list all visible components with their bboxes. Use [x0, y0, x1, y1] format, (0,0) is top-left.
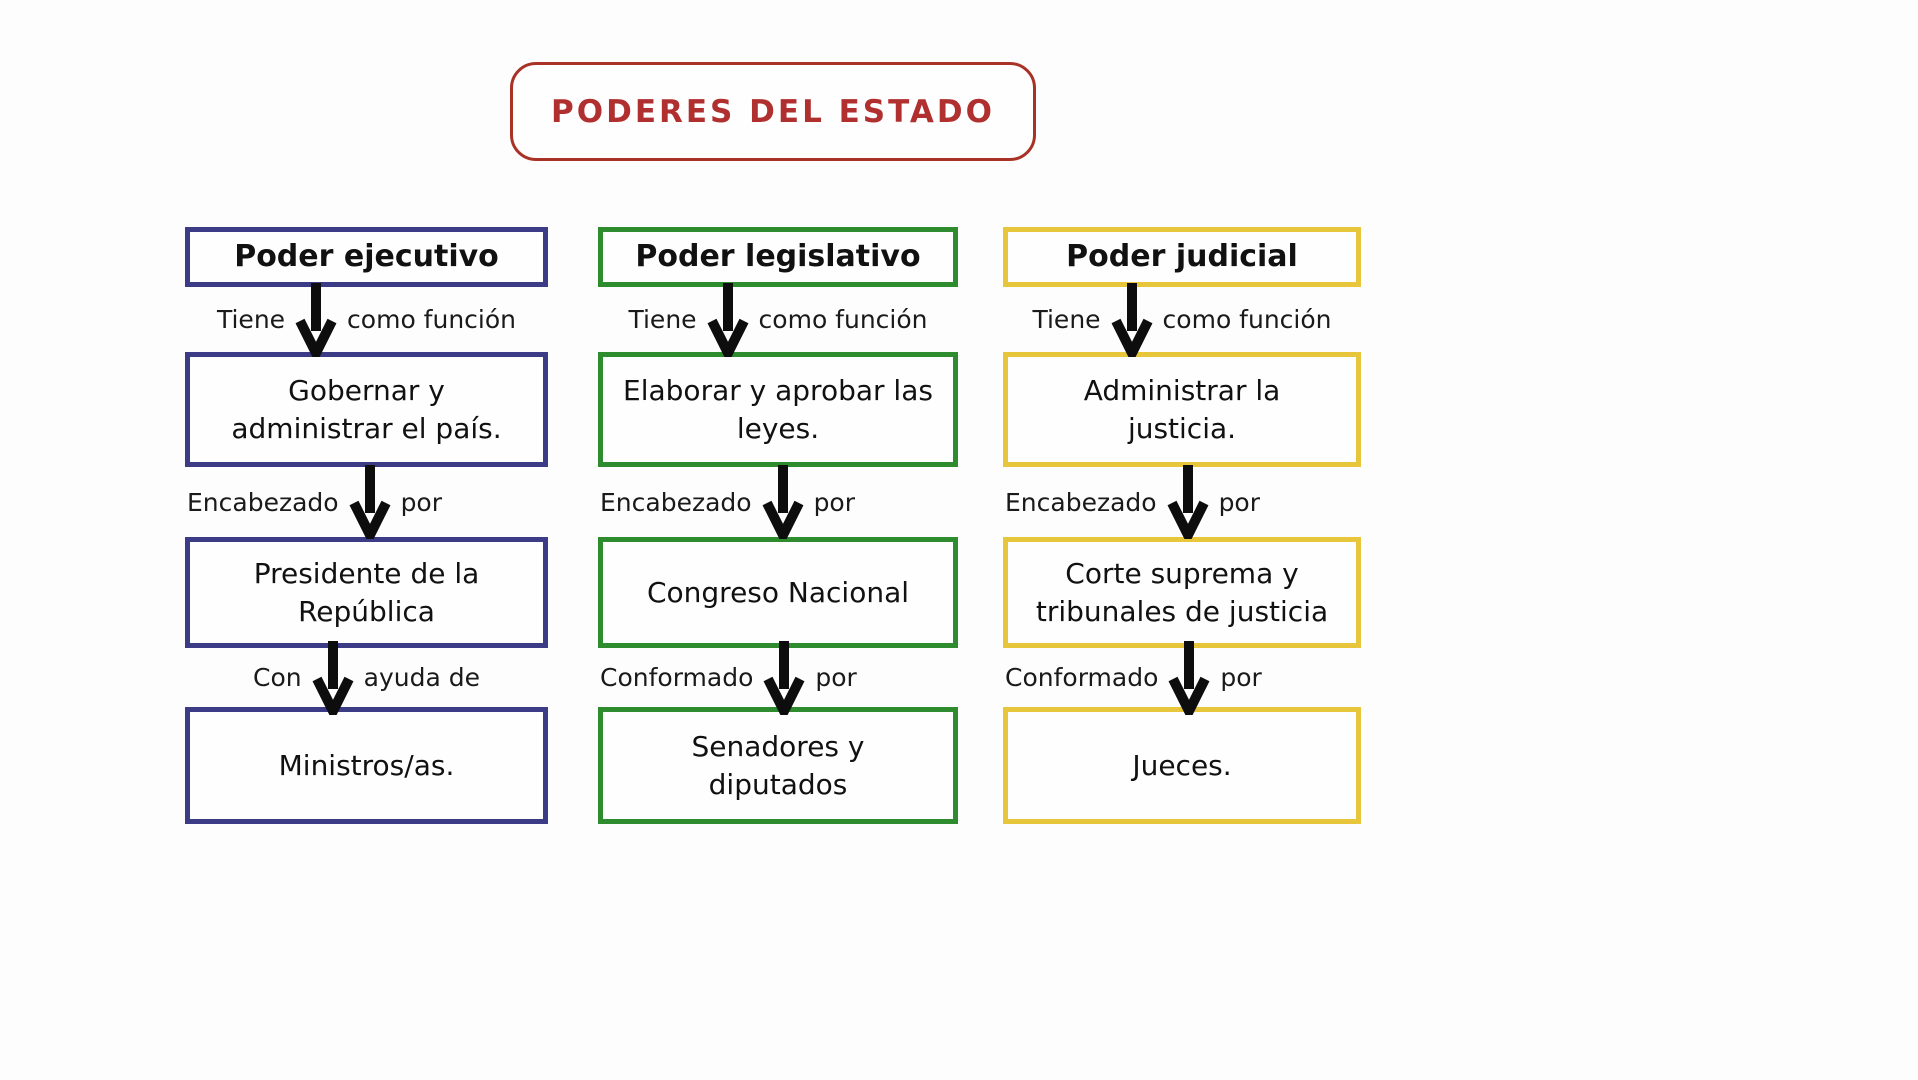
arrow-down-icon [707, 282, 749, 357]
connector-label-post: por [1220, 663, 1262, 692]
box-senadores: Senadores y diputados [598, 707, 958, 824]
box-text: Jueces. [1132, 748, 1232, 782]
box-text: Senadores y diputados [691, 729, 865, 801]
box-funcion-legislativo: Elaborar y aprobar las leyes. [598, 352, 958, 467]
arrow-down-icon [1111, 282, 1153, 357]
connector-label-post: como función [347, 305, 517, 334]
box-corte-suprema: Corte suprema y tribunales de justicia [1003, 537, 1361, 648]
connector-ayuda-ejecutivo: Con ayuda de [185, 640, 548, 715]
connector-encabezado-ejecutivo: Encabezado por [185, 465, 548, 539]
arrow-down-icon [312, 640, 354, 715]
arrow-down-icon [763, 640, 805, 715]
box-funcion-ejecutivo: Gobernar y administrar el país. [185, 352, 548, 467]
arrow-down-icon [1168, 640, 1210, 715]
box-funcion-judicial: Administrar la justicia. [1003, 352, 1361, 467]
box-text: Gobernar y administrar el país. [231, 373, 502, 445]
box-text: Elaborar y aprobar las leyes. [623, 373, 933, 445]
box-congreso: Congreso Nacional [598, 537, 958, 648]
arrow-down-icon [762, 465, 804, 539]
column-poder-legislativo: Poder legislativo Tiene como función Ela… [598, 227, 958, 824]
box-encabezado-ejecutivo: Presidente de la República [185, 537, 548, 648]
title-box: PODERES DEL ESTADO [510, 62, 1036, 161]
box-text: Congreso Nacional [646, 575, 910, 609]
connector-label-pre: Encabezado [187, 487, 339, 517]
connector-label-post: ayuda de [363, 663, 480, 692]
connector-conformado-legislativo: Conformado por [598, 640, 958, 715]
box-text: Presidente de la República [253, 556, 480, 628]
header-box-ejecutivo: Poder ejecutivo [185, 227, 548, 287]
connector-funcion-judicial: Tiene como función [1003, 282, 1361, 357]
connector-funcion-legislativo: Tiene como función [598, 282, 958, 357]
header-label: Poder ejecutivo [234, 238, 499, 274]
connector-label-post: como función [758, 305, 928, 334]
connector-label-pre: Conformado [1005, 663, 1159, 692]
box-jueces: Jueces. [1003, 707, 1361, 824]
arrow-down-icon [349, 465, 391, 539]
connector-encabezado-legislativo: Encabezado por [598, 465, 958, 539]
connector-label-post: como función [1162, 305, 1332, 334]
connector-label-pre: Tiene [628, 305, 697, 334]
connector-label-post: por [815, 663, 857, 692]
header-box-judicial: Poder judicial [1003, 227, 1361, 287]
box-text: Administrar la justicia. [1083, 373, 1281, 445]
column-poder-judicial: Poder judicial Tiene como función Admini… [1003, 227, 1361, 824]
connector-label-pre: Conformado [600, 663, 754, 692]
connector-funcion-ejecutivo: Tiene como función [185, 282, 548, 357]
connector-label-post: por [1218, 487, 1261, 517]
connector-label-pre: Tiene [216, 305, 286, 334]
connector-label-pre: Con [253, 663, 302, 692]
connector-label-post: por [400, 487, 443, 517]
header-box-legislativo: Poder legislativo [598, 227, 958, 287]
connector-label-pre: Encabezado [600, 487, 752, 517]
arrow-down-icon [295, 282, 337, 357]
column-poder-ejecutivo: Poder ejecutivo Tiene como función Gober… [185, 227, 548, 824]
header-label: Poder legislativo [635, 238, 921, 274]
box-text: Ministros/as. [278, 748, 455, 782]
connector-label-pre: Encabezado [1005, 487, 1157, 517]
connector-encabezado-judicial: Encabezado por [1003, 465, 1361, 539]
box-ministros: Ministros/as. [185, 707, 548, 824]
connector-conformado-judicial: Conformado por [1003, 640, 1361, 715]
header-label: Poder judicial [1066, 238, 1298, 274]
box-text: Corte suprema y tribunales de justicia [1035, 556, 1329, 628]
connector-label-post: por [813, 487, 856, 517]
page-title: PODERES DEL ESTADO [551, 93, 995, 130]
arrow-down-icon [1167, 465, 1209, 539]
connector-label-pre: Tiene [1032, 305, 1101, 334]
